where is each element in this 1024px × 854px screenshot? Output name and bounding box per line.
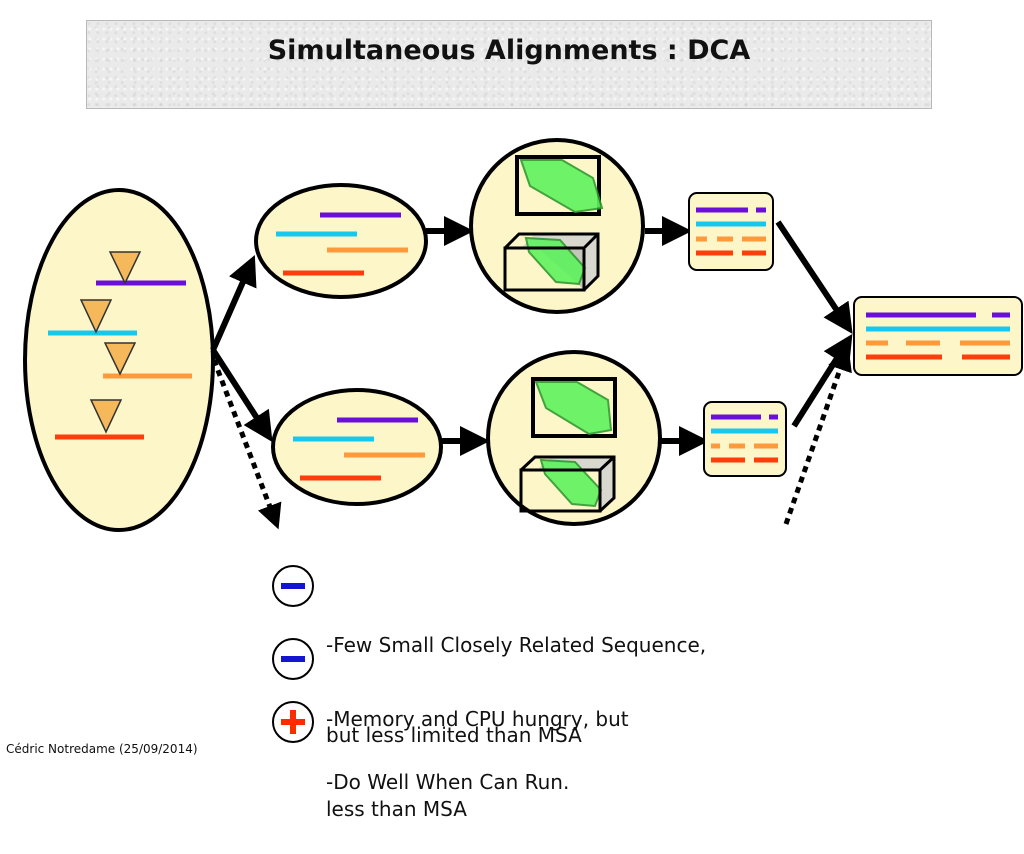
merge-arrow-top <box>775 220 853 334</box>
minus-icon <box>272 638 314 680</box>
recursion-arrow-left <box>211 359 282 530</box>
triangle-down-icon <box>79 299 113 334</box>
sub-alignment-box-bottom <box>703 401 787 477</box>
3d-cube-icon <box>503 232 600 292</box>
triangle-down-icon <box>89 399 123 434</box>
note-line: -Memory and CPU hungry, but <box>326 707 629 731</box>
recursion-arrow-right <box>783 345 852 525</box>
dca-diagram <box>23 138 1023 743</box>
subset-oval-top <box>254 183 428 299</box>
note-advantage: -Do Well When Can Run. <box>326 707 569 827</box>
input-sequence-lines <box>48 280 192 440</box>
plus-icon <box>272 701 314 743</box>
merge-arrow-bottom <box>791 333 853 428</box>
footer-credit: Cédric Notredame (25/09/2014) <box>6 742 198 756</box>
3d-cube-icon <box>519 455 616 513</box>
minus-icon <box>272 565 314 607</box>
page-title: Simultaneous Alignments : DCA <box>267 35 751 66</box>
split-arrow-bottom <box>210 348 273 443</box>
title-banner: Simultaneous Alignments : DCA <box>86 20 932 109</box>
cut-markers <box>79 251 142 434</box>
note-line: -Few Small Closely Related Sequence, <box>326 633 707 657</box>
sub-alignment-box-top <box>688 192 774 271</box>
split-arrow-top <box>210 255 257 352</box>
triangle-down-icon <box>108 251 142 285</box>
triangle-down-icon <box>103 342 137 376</box>
final-alignment-box <box>853 296 1023 376</box>
note-line: -Do Well When Can Run. <box>326 770 570 794</box>
note-line: but less limited than MSA <box>326 723 582 747</box>
subset-oval-bottom <box>271 388 443 506</box>
note-limitation-1: -Few Small Closely Related Sequence, but… <box>326 570 706 780</box>
